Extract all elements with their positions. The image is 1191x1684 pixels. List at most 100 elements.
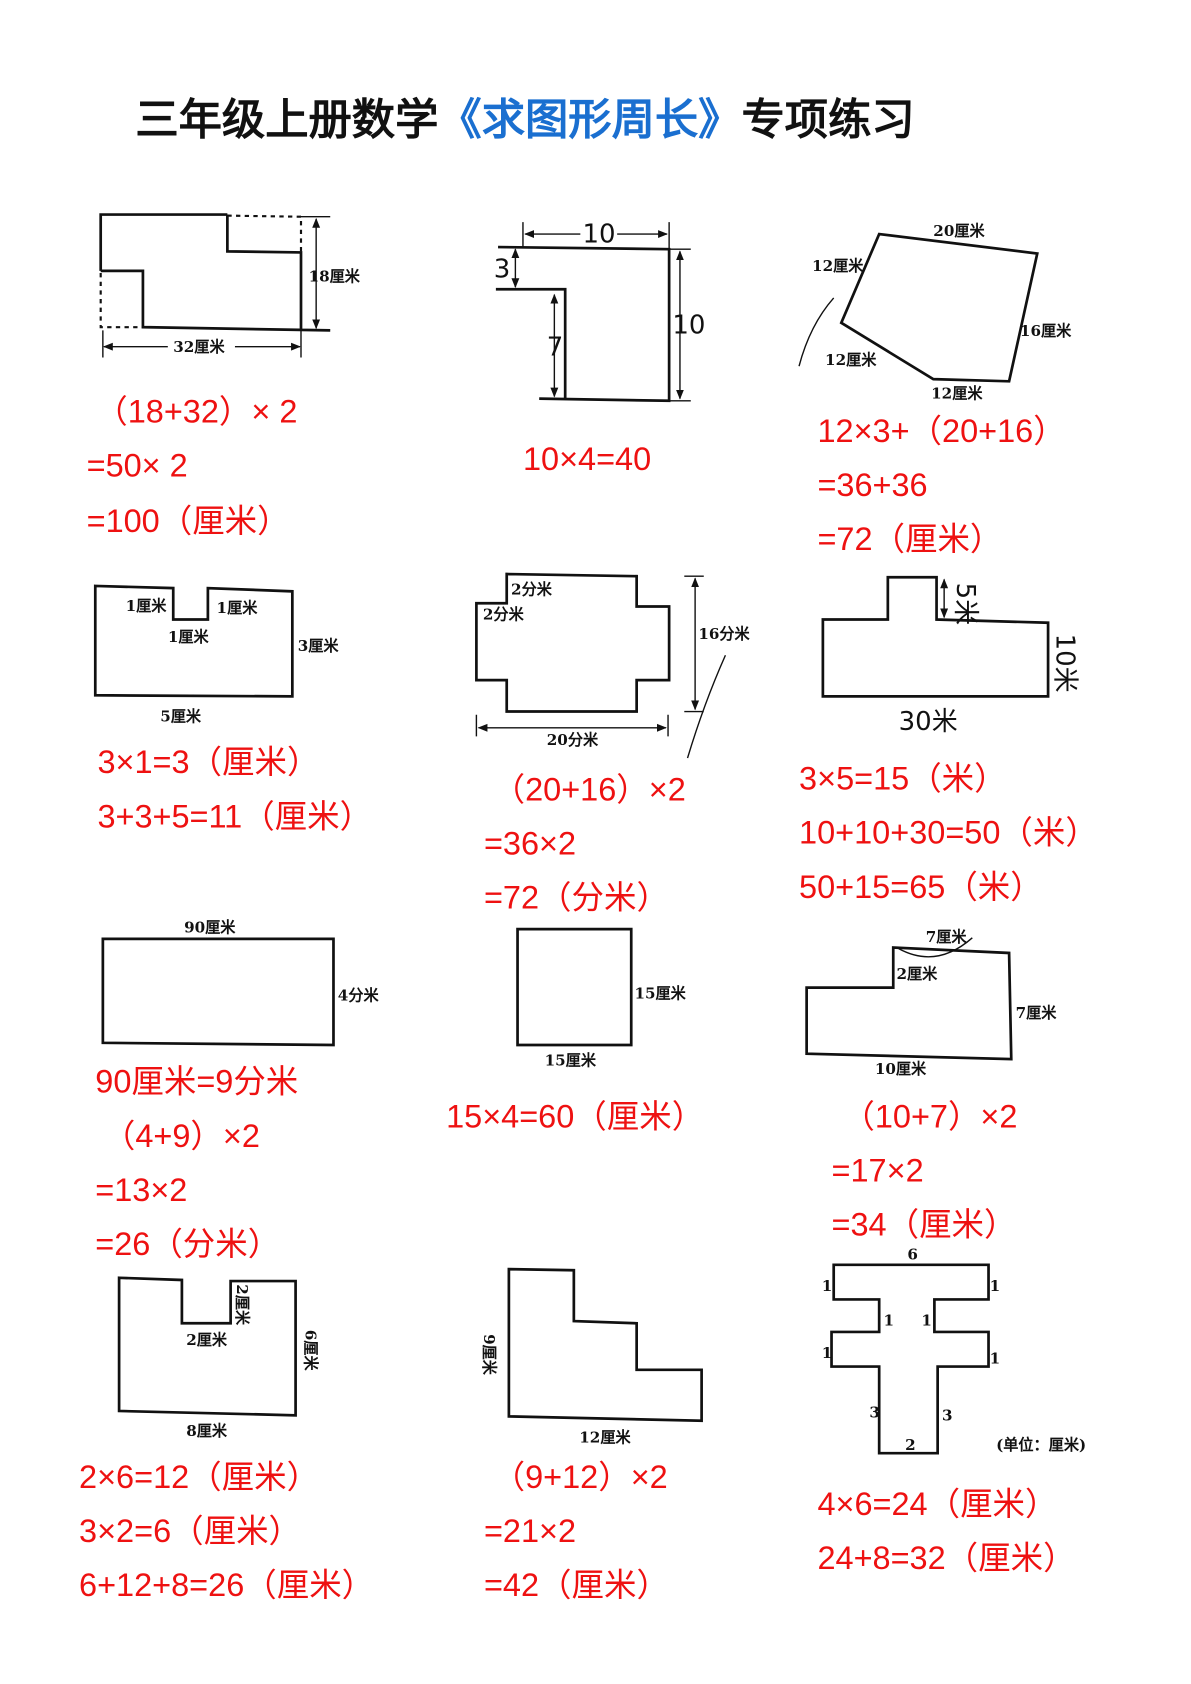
dimension-label: 1 bbox=[990, 1349, 1001, 1367]
dimension-label: 3 bbox=[869, 1403, 880, 1421]
dimension-label: 6 bbox=[907, 1245, 918, 1263]
problem-6-answer: 3×5=15（米） 10+10+30=50（米） 50+15=65（米） bbox=[799, 760, 1098, 904]
answer-line: 3×2=6（厘米） bbox=[79, 1513, 301, 1549]
dimension-label: 32厘米 bbox=[173, 338, 225, 356]
answer-line: =100（厘米） bbox=[87, 503, 290, 539]
answer-line: 12×3+（20+16） bbox=[817, 413, 1065, 449]
problem-8-figure: 15厘米 15厘米 bbox=[516, 927, 687, 1070]
dimension-label: 7 bbox=[547, 332, 564, 362]
dimension-label: 12厘米 bbox=[812, 257, 864, 275]
dimension-label: 16厘米 bbox=[1020, 322, 1072, 340]
problem-7-answer: 90厘米=9分米 （4+9）×2 =13×2 =26（分米） bbox=[95, 1064, 298, 1262]
dimension-label: 1厘米 bbox=[168, 628, 210, 646]
dimension-label: 1 bbox=[921, 1311, 932, 1329]
dimension-label: 16分米 bbox=[698, 625, 750, 643]
dimension-label: 7厘米 bbox=[926, 928, 968, 946]
title-part-3: 专项练习 bbox=[741, 95, 914, 145]
answer-line: =34（厘米） bbox=[832, 1207, 1017, 1243]
dimension-label: 12厘米 bbox=[931, 385, 983, 403]
problem-6-figure: 5米 10米 30米 bbox=[821, 575, 1080, 737]
dimension-label: 2 bbox=[905, 1436, 916, 1454]
answer-line: 6+12+8=26（厘米） bbox=[79, 1567, 374, 1603]
answer-line: 50+15=65（米） bbox=[799, 869, 1043, 905]
answer-line: =42（厘米） bbox=[484, 1567, 669, 1603]
answer-line: 24+8=32（厘米） bbox=[817, 1540, 1075, 1576]
answer-line: （4+9）×2 bbox=[103, 1118, 260, 1154]
answer-line: =36×2 bbox=[484, 825, 576, 861]
dimension-label: 7厘米 bbox=[1016, 1004, 1058, 1022]
dimension-label: 9厘米 bbox=[480, 1334, 498, 1376]
answer-line: 3×5=15（米） bbox=[799, 760, 1007, 796]
answer-line: 15×4=60（厘米） bbox=[446, 1098, 704, 1134]
dimension-label: 90厘米 bbox=[184, 918, 236, 936]
answer-line: =50× 2 bbox=[87, 448, 188, 484]
title-topic: 《求图形周长》 bbox=[438, 95, 741, 145]
dimension-label: 3 bbox=[494, 254, 511, 284]
dimension-label: 12厘米 bbox=[825, 351, 877, 369]
problem-10-answer: 2×6=12（厘米） 3×2=6（厘米） 6+12+8=26（厘米） bbox=[79, 1459, 374, 1603]
problem-5-answer: （20+16）×2 =36×2 =72（分米） bbox=[484, 771, 686, 915]
answer-line: =72（分米） bbox=[484, 880, 669, 916]
dimension-label: 3厘米 bbox=[298, 637, 340, 655]
answer-line: =21×2 bbox=[484, 1513, 576, 1549]
dimension-label: 20厘米 bbox=[933, 222, 985, 240]
answer-line: 10+10+30=50（米） bbox=[799, 815, 1098, 851]
dimension-label: 1厘米 bbox=[217, 599, 259, 617]
dimension-label: 10 bbox=[672, 311, 705, 341]
dimension-label: 10米 bbox=[1050, 634, 1080, 693]
answer-line: =36+36 bbox=[817, 467, 927, 503]
dimension-label: 6厘米 bbox=[301, 1330, 319, 1372]
problem-2-figure: 10 3 7 10 bbox=[494, 220, 705, 403]
answer-line: 10×4=40 bbox=[523, 441, 651, 477]
dimension-label: 1 bbox=[822, 1344, 833, 1362]
page-title: 三年级上册数学《求图形周长》专项练习 bbox=[135, 95, 914, 145]
answer-line: =26（分米） bbox=[95, 1226, 280, 1262]
answer-line: （20+16）×2 bbox=[493, 771, 686, 807]
dimension-label: 5米 bbox=[950, 583, 980, 626]
problem-9-answer: （10+7）×2 =17×2 =34（厘米） bbox=[832, 1098, 1018, 1242]
problem-11-figure: 9厘米 12厘米 bbox=[480, 1267, 703, 1446]
dimension-label: 15厘米 bbox=[634, 984, 686, 1002]
dimension-label: 5厘米 bbox=[160, 707, 202, 725]
dimension-label: 1 bbox=[822, 1277, 833, 1295]
dimension-label: 2分米 bbox=[483, 605, 525, 623]
dimension-label: 10 bbox=[583, 220, 616, 250]
dimension-label: 2厘米 bbox=[233, 1284, 251, 1326]
dimension-label: 2厘米 bbox=[896, 965, 938, 983]
problem-7-figure: 90厘米 4分米 bbox=[101, 918, 380, 1047]
dimension-label: 2厘米 bbox=[186, 1331, 228, 1349]
title-part-1: 三年级上册数学 bbox=[135, 95, 438, 145]
dimension-label: 20分米 bbox=[547, 731, 599, 749]
dimension-label: 30米 bbox=[899, 707, 958, 737]
problem-12-figure: 6 1 1 1 1 1 1 3 3 2 (单位：厘米) bbox=[822, 1245, 1086, 1455]
answer-line: 4×6=24（厘米） bbox=[817, 1486, 1057, 1522]
problem-9-figure: 7厘米 2厘米 7厘米 10厘米 bbox=[805, 928, 1058, 1078]
answer-line: =17×2 bbox=[832, 1152, 924, 1188]
problem-1-figure: 18厘米 32厘米 bbox=[99, 213, 361, 358]
problem-1-answer: （18+32）× 2 =50× 2 =100（厘米） bbox=[87, 393, 298, 538]
dimension-label: 15厘米 bbox=[545, 1052, 597, 1070]
dimension-label: 1 bbox=[884, 1311, 895, 1329]
problem-11-answer: （9+12）×2 =21×2 =42（厘米） bbox=[484, 1459, 669, 1603]
answer-line: 3×1=3（厘米） bbox=[97, 744, 319, 780]
unit-note: (单位：厘米) bbox=[996, 1436, 1086, 1454]
answer-line: 90厘米=9分米 bbox=[95, 1064, 298, 1100]
problem-4-answer: 3×1=3（厘米） 3+3+5=11（厘米） bbox=[97, 744, 372, 834]
dimension-label: 1厘米 bbox=[126, 597, 168, 615]
answer-line: （9+12）×2 bbox=[493, 1459, 668, 1495]
problem-3-figure: 20厘米 12厘米 16厘米 12厘米 12厘米 bbox=[798, 222, 1072, 403]
dimension-label: 12厘米 bbox=[579, 1428, 631, 1446]
answer-line: 3+3+5=11（厘米） bbox=[97, 798, 372, 834]
dimension-label: 3 bbox=[942, 1407, 953, 1425]
dimension-label: 18厘米 bbox=[309, 268, 361, 286]
answer-line: =72（厘米） bbox=[817, 521, 1002, 557]
problem-3-answer: 12×3+（20+16） =36+36 =72（厘米） bbox=[817, 413, 1065, 557]
dimension-label: 2分米 bbox=[511, 581, 553, 599]
problem-4-figure: 1厘米 1厘米 1厘米 3厘米 5厘米 bbox=[93, 584, 340, 725]
dimension-label: 4分米 bbox=[338, 987, 380, 1005]
answer-line: 2×6=12（厘米） bbox=[79, 1459, 319, 1495]
problem-10-figure: 2厘米 2厘米 6厘米 8厘米 bbox=[117, 1276, 319, 1440]
dimension-label: 1 bbox=[990, 1277, 1001, 1295]
